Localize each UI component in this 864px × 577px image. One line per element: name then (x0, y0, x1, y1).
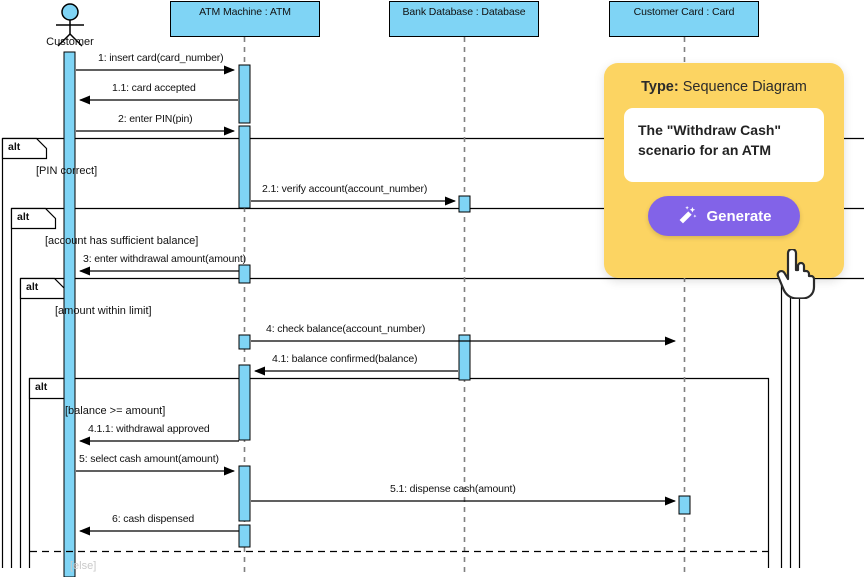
activation-atm-1 (238, 64, 251, 124)
guard-sufficient-balance: [account has sufficient balance] (45, 235, 199, 247)
activation-database-2 (458, 334, 471, 381)
guard-amount-within-limit: [amount within limit] (55, 305, 152, 317)
prompt-input[interactable]: The "Withdraw Cash" scenario for an ATM (624, 108, 824, 182)
message-label-4-1: 4.1: balance confirmed(balance) (272, 353, 418, 365)
message-arrows (76, 65, 676, 536)
fragment-tag-alt-4: alt (35, 381, 48, 393)
guard-pin-correct: [PIN correct] (36, 165, 98, 177)
lifeline-header-database[interactable]: Bank Database : Database (389, 1, 539, 37)
lifeline-label-card: Customer Card : Card (633, 6, 735, 18)
diagram-type-value: Sequence Diagram (682, 79, 807, 95)
activation-atm-7 (238, 524, 251, 548)
message-label-5: 5: select cash amount(amount) (79, 453, 219, 465)
fragment-tag-alt-3: alt (26, 281, 39, 293)
message-label-5-1: 5.1: dispense cash(amount) (390, 483, 516, 495)
message-label-1-1: 1.1: card accepted (112, 82, 196, 94)
fragment-outlines (1, 137, 864, 568)
diagram-type-line: Type: Sequence Diagram (624, 79, 824, 95)
activation-atm-6 (238, 465, 251, 522)
message-label-4-1-1: 4.1.1: withdrawal approved (88, 423, 210, 435)
message-label-6: 6: cash dispensed (112, 513, 195, 525)
lifeline-header-atm[interactable]: ATM Machine : ATM (170, 1, 320, 37)
fragment-tag-shapes (1, 137, 75, 400)
magic-wand-icon (676, 205, 698, 227)
generate-button[interactable]: Generate (648, 196, 800, 236)
actor-label-customer[interactable]: Customer (46, 36, 94, 48)
activation-atm-2 (238, 125, 251, 209)
activation-card-1 (678, 495, 691, 515)
message-label-1: 1: insert card(card_number) (98, 52, 224, 64)
message-label-4: 4: check balance(account_number) (266, 323, 426, 335)
message-label-2: 2: enter PIN(pin) (118, 113, 193, 125)
activation-atm-3 (238, 264, 251, 284)
guard-else: [else] (70, 560, 97, 572)
guard-balance-ge-amount: [balance >= amount] (65, 405, 166, 417)
fragment-tag-alt-1: alt (8, 141, 21, 153)
activation-atm-5 (238, 364, 251, 441)
lifeline-header-card[interactable]: Customer Card : Card (609, 1, 759, 37)
message-label-3: 3: enter withdrawal amount(amount) (83, 253, 246, 265)
activation-customer (63, 51, 76, 577)
message-label-2-1: 2.1: verify account(account_number) (262, 183, 428, 195)
actor-stick-figure-icon (56, 3, 84, 47)
activation-atm-4 (238, 334, 251, 350)
diagram-type-key: Type: (641, 79, 679, 95)
generate-panel: Type: Sequence Diagram The "Withdraw Cas… (604, 63, 844, 278)
activation-database-1 (458, 195, 471, 213)
lifeline-label-atm: ATM Machine : ATM (199, 6, 291, 18)
lifeline-label-database: Bank Database : Database (402, 6, 526, 18)
generate-button-label: Generate (706, 207, 772, 225)
activation-bars (63, 51, 691, 577)
fragment-tag-alt-2: alt (17, 211, 30, 223)
